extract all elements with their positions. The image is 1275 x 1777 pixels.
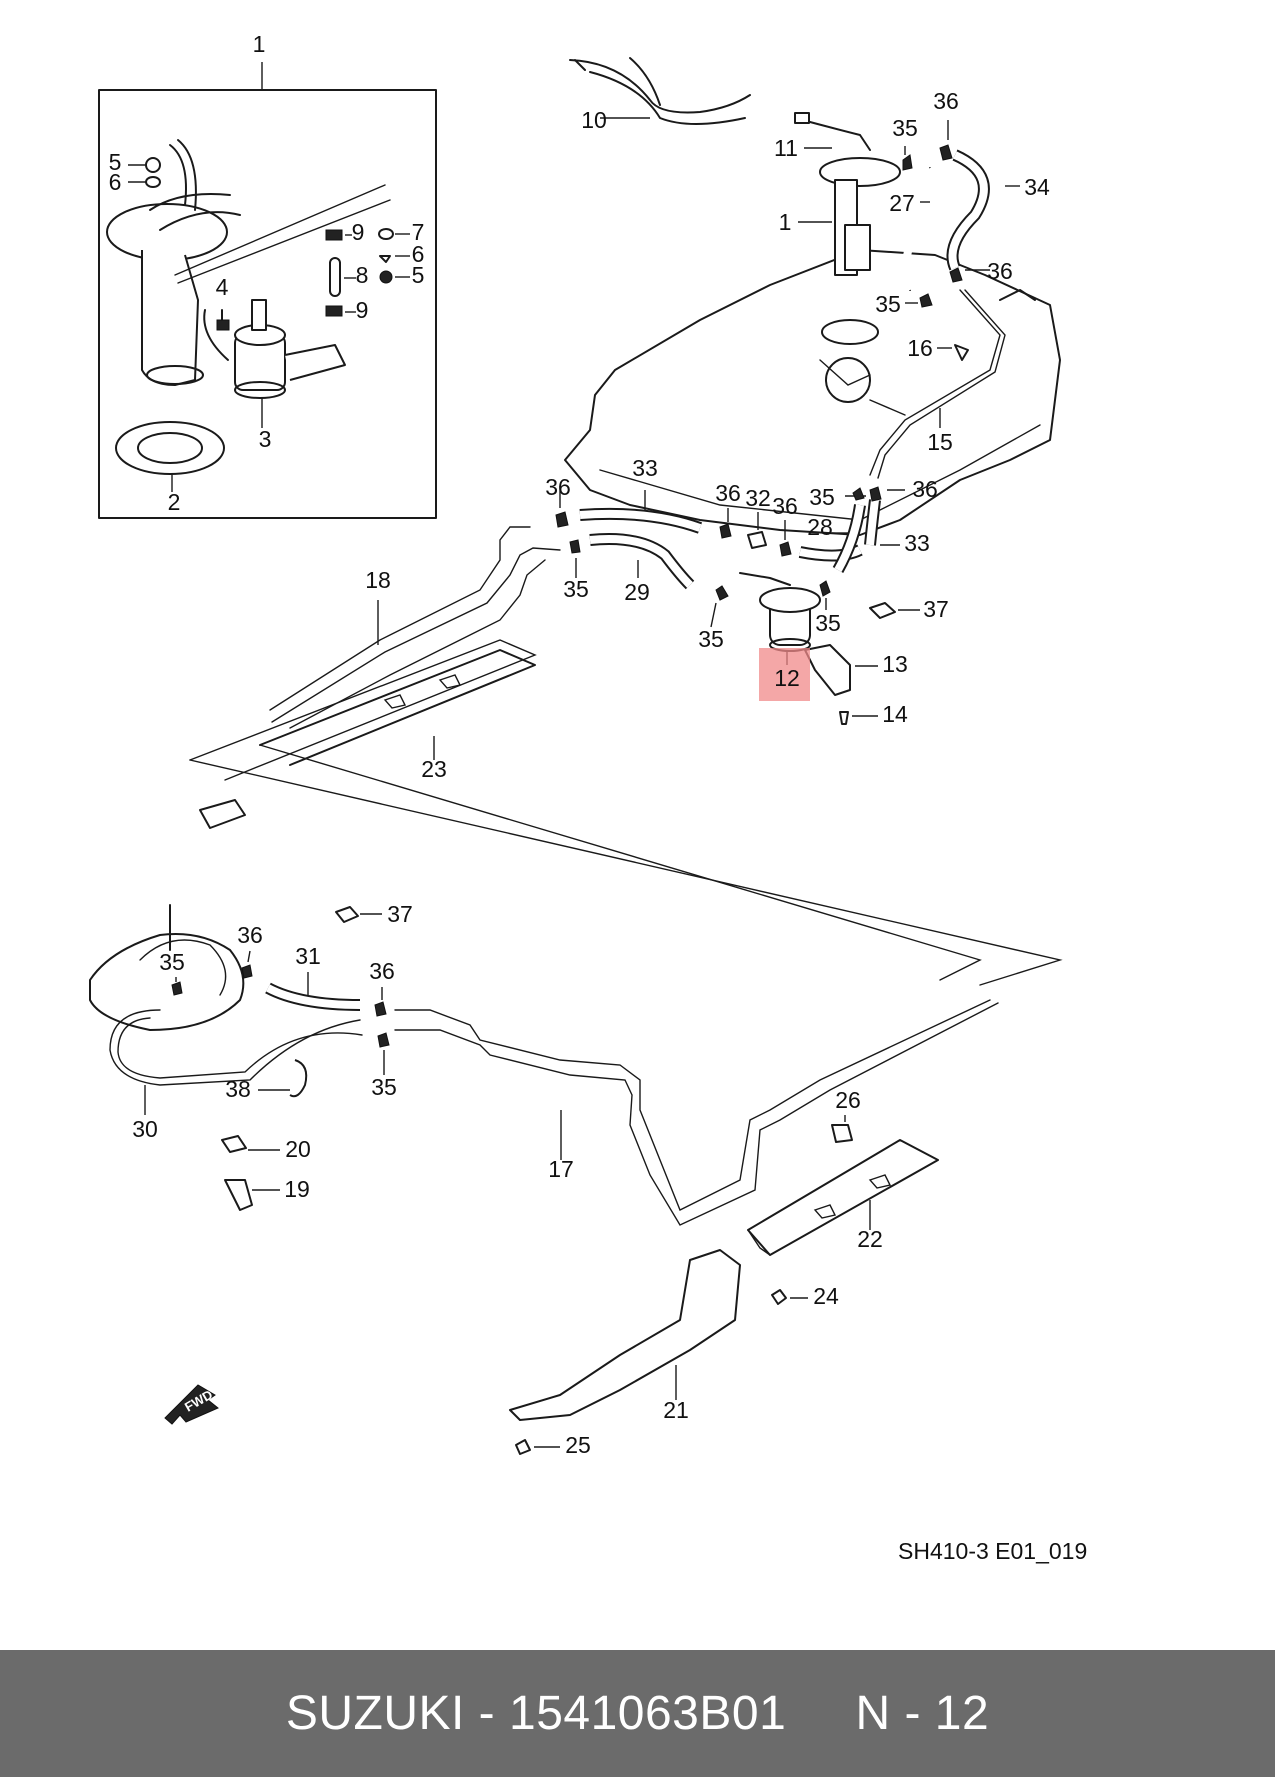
callout-5: 5 — [109, 149, 122, 175]
callout-36: 36 — [545, 474, 571, 500]
callout-35: 35 — [159, 949, 185, 975]
callout-1: 1 — [253, 31, 266, 57]
callout-8: 8 — [356, 262, 369, 288]
callout-9: 9 — [352, 219, 365, 245]
callout-19: 19 — [284, 1176, 310, 1202]
callout-36: 36 — [933, 88, 959, 114]
callout-35: 35 — [371, 1074, 397, 1100]
filter-area — [555, 486, 920, 725]
parts-diagram: FWD 156976854932101135363427136351615333… — [89, 31, 1087, 1564]
fuel-pipe-17 — [189, 744, 1063, 1226]
callout-5: 5 — [412, 262, 425, 288]
callout-6: 6 — [412, 241, 425, 267]
callout-15: 15 — [927, 429, 953, 455]
callout-20: 20 — [285, 1136, 311, 1162]
callout-21: 21 — [663, 1397, 689, 1423]
callout-14: 14 — [882, 701, 908, 727]
callout-6: 6 — [109, 169, 122, 195]
callout-4: 4 — [216, 274, 229, 300]
callout-35: 35 — [563, 576, 589, 602]
callout-33: 33 — [904, 530, 930, 556]
upper-hoses — [902, 120, 1020, 308]
callout-17: 17 — [548, 1156, 574, 1182]
callout-36: 36 — [237, 922, 263, 948]
fuel-pipe-18 — [269, 526, 561, 729]
callout-38: 38 — [225, 1076, 251, 1102]
callout-26: 26 — [835, 1087, 861, 1113]
callout-24: 24 — [813, 1283, 839, 1309]
fwd-arrow-icon: FWD — [164, 1384, 219, 1425]
callout-36: 36 — [987, 258, 1013, 284]
callout-29: 29 — [624, 579, 650, 605]
callout-36: 36 — [912, 476, 938, 502]
callout-35: 35 — [809, 484, 835, 510]
callout-34: 34 — [1024, 174, 1050, 200]
callout-35: 35 — [815, 610, 841, 636]
callout-18: 18 — [365, 567, 391, 593]
callout-1: 1 — [779, 209, 792, 235]
callout-12: 12 — [774, 665, 800, 691]
callout-22: 22 — [857, 1226, 883, 1252]
callout-37: 37 — [923, 596, 949, 622]
callout-7: 7 — [412, 219, 425, 245]
callout-16: 16 — [907, 335, 933, 361]
callout-30: 30 — [132, 1116, 158, 1142]
callout-23: 23 — [421, 756, 447, 782]
sender-unit — [569, 57, 901, 276]
callout-37: 37 — [387, 901, 413, 927]
callout-9: 9 — [356, 297, 369, 323]
callout-3: 3 — [259, 426, 272, 452]
callout-33: 33 — [632, 455, 658, 481]
callout-10: 10 — [581, 107, 607, 133]
footer-part-info: SUZUKI - 1541063B01 N - 12 — [285, 1687, 990, 1740]
drawing-code: SH410-3 E01_019 — [898, 1538, 1087, 1564]
callout-13: 13 — [882, 651, 908, 677]
vapor-lines — [869, 289, 1006, 479]
callout-36: 36 — [369, 958, 395, 984]
callout-2: 2 — [168, 489, 181, 515]
protector-23 — [189, 639, 537, 829]
front-assembly — [89, 904, 390, 1211]
highlight-box — [759, 648, 810, 701]
footer-bar: SUZUKI - 1541063B01 N - 12 — [0, 1650, 1275, 1777]
callout-35: 35 — [698, 626, 724, 652]
callout-25: 25 — [565, 1432, 591, 1458]
callout-11: 11 — [774, 135, 798, 161]
pump-inset — [98, 62, 437, 519]
callout-36: 36 — [715, 480, 741, 506]
callout-28: 28 — [807, 514, 833, 540]
lower-protectors — [509, 1115, 939, 1455]
callout-32: 32 — [745, 485, 771, 511]
callout-36: 36 — [772, 493, 798, 519]
callout-35: 35 — [875, 291, 901, 317]
callout-35: 35 — [892, 115, 918, 141]
callout-31: 31 — [295, 943, 321, 969]
callout-27: 27 — [889, 190, 915, 216]
